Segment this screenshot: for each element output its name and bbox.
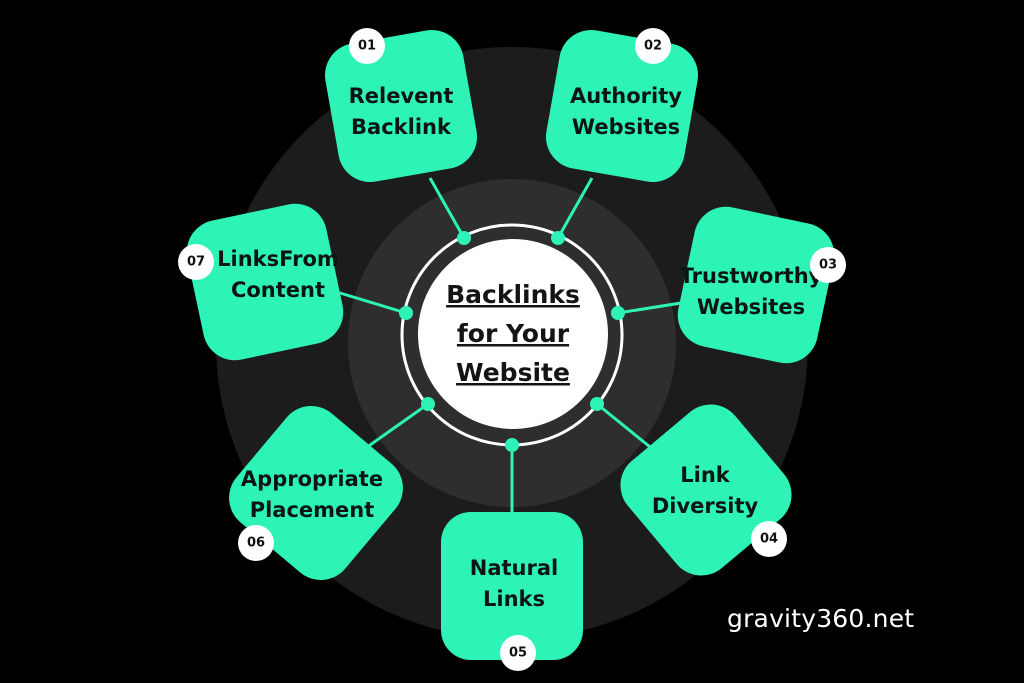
node-01-label-line-2: Backlink xyxy=(351,115,452,139)
node-02: Authority Websites 02 xyxy=(545,28,699,183)
connector-07 xyxy=(329,288,407,315)
node-07-badge xyxy=(178,244,214,280)
node-04: Link Diversity 04 xyxy=(620,404,792,576)
connector-06 xyxy=(362,402,429,452)
node-02-badge xyxy=(635,28,671,64)
node-01-badge xyxy=(349,28,385,64)
node-02-shape xyxy=(545,29,699,183)
node-04-shape xyxy=(620,404,792,576)
node-04-badge xyxy=(751,521,787,557)
node-03-badge-number: 03 xyxy=(819,258,837,273)
node-05-label-line-2: Links xyxy=(483,587,545,611)
node-01-badge-number: 01 xyxy=(358,39,376,54)
node-07-label-line-2: Content xyxy=(231,278,325,302)
node-05-shape xyxy=(441,512,583,660)
node-07-label-line-1: LinksFrom xyxy=(217,247,339,271)
node-03-label-line-2: Websites xyxy=(697,295,805,319)
node-05-label-line-1: Natural xyxy=(470,556,558,580)
dot-03 xyxy=(611,306,625,320)
node-07-shape xyxy=(186,203,344,361)
node-01-label-line-1: Relevent xyxy=(349,84,454,108)
node-07: LinksFrom Content 07 xyxy=(178,203,344,361)
connector-01 xyxy=(428,177,466,239)
connector-02 xyxy=(556,177,594,239)
node-06-badge-number: 06 xyxy=(247,536,265,551)
node-03-shape xyxy=(677,206,835,364)
node-02-badge-number: 02 xyxy=(644,39,662,54)
center-title-line-2: for Your xyxy=(457,319,570,348)
node-02-label-line-1: Authority xyxy=(570,84,682,108)
node-04-label-line-1: Link xyxy=(680,463,731,487)
node-06: Appropriate Placement 06 xyxy=(229,406,403,580)
watermark-text: gravity360.net xyxy=(727,604,915,633)
dot-02 xyxy=(551,231,565,245)
node-02-label-line-2: Websites xyxy=(572,115,680,139)
node-05: Natural Links 05 xyxy=(441,512,583,671)
node-06-badge xyxy=(238,525,274,561)
center-title-line-3: Website xyxy=(456,358,570,387)
dot-04 xyxy=(590,397,604,411)
node-06-label-line-1: Appropriate xyxy=(241,467,383,491)
node-03-badge xyxy=(810,247,846,283)
dot-01 xyxy=(457,231,471,245)
node-04-badge-number: 04 xyxy=(760,532,778,547)
center-circle xyxy=(418,239,608,429)
dot-05 xyxy=(505,438,519,452)
center-title-line-1: Backlinks xyxy=(446,280,580,309)
connector-dots xyxy=(399,231,625,452)
node-01: Relevent Backlink 01 xyxy=(324,28,478,183)
dot-06 xyxy=(421,397,435,411)
node-01-shape xyxy=(324,29,478,183)
dot-07 xyxy=(399,306,413,320)
node-05-badge-number: 05 xyxy=(509,646,527,661)
node-05-badge xyxy=(500,635,536,671)
node-03-label-line-1: Trustworthy xyxy=(680,264,823,288)
node-03: Trustworthy Websites 03 xyxy=(677,206,846,364)
node-06-label-line-2: Placement xyxy=(250,498,375,522)
node-07-badge-number: 07 xyxy=(187,255,205,270)
node-04-label-line-2: Diversity xyxy=(652,494,759,518)
